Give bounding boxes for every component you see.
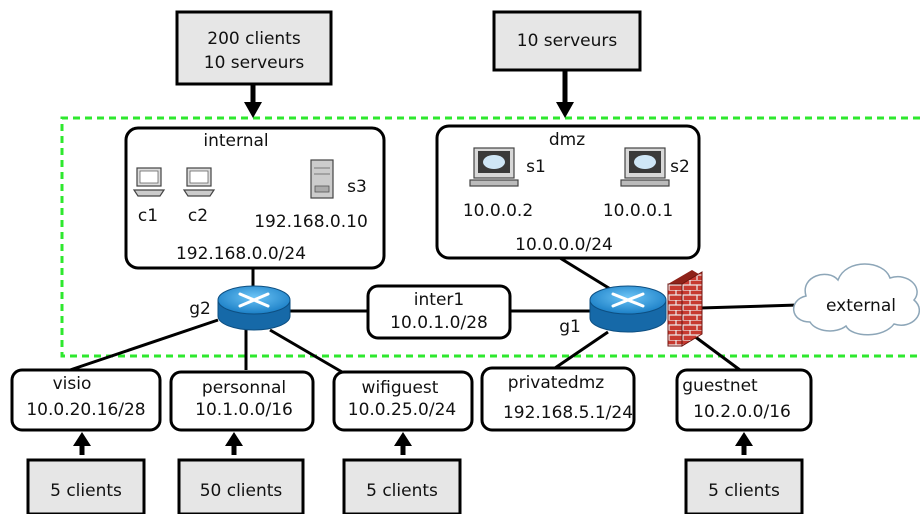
net-subnet: 192.168.5.1/24 xyxy=(503,403,633,423)
link-inter1: inter1 10.0.1.0/28 xyxy=(366,284,512,340)
net-subnet: 10.0.20.16/28 xyxy=(26,400,145,420)
net-guestnet: guestnet 10.2.0.0/16 xyxy=(675,368,813,432)
source-label: 5 clients xyxy=(366,481,438,501)
source-internal: 200 clients 10 serveurs xyxy=(175,10,333,86)
host-label: c2 xyxy=(188,206,208,226)
workstation-icon xyxy=(182,167,216,197)
cloud-external: external xyxy=(793,263,920,336)
host-label: s2 xyxy=(670,157,690,177)
source-wifiguest: 5 clients xyxy=(342,458,462,514)
host-ip: 10.0.0.2 xyxy=(463,201,533,221)
net-personnal: personnal 10.1.0.0/16 xyxy=(169,370,315,432)
source-visio: 5 clients xyxy=(26,458,146,514)
net-visio: visio 10.0.20.16/28 xyxy=(10,368,162,432)
net-name: privatedmz xyxy=(508,373,604,393)
source-line-2: 10 serveurs xyxy=(204,53,305,73)
source-dmz: 10 serveurs xyxy=(492,10,642,72)
router-arrows-icon xyxy=(238,292,270,308)
router-arrows-icon xyxy=(611,292,645,308)
server-screen-icon xyxy=(620,147,670,187)
net-subnet: 10.1.0.0/16 xyxy=(195,400,293,420)
source-guestnet: 5 clients xyxy=(684,458,804,514)
source-personnal: 50 clients xyxy=(177,458,305,514)
link-subnet: 10.0.1.0/28 xyxy=(390,313,488,333)
net-wifiguest: wifiguest 10.0.25.0/24 xyxy=(332,370,474,432)
source-label: 10 serveurs xyxy=(517,31,618,51)
zone-name: internal xyxy=(203,131,268,151)
router-g1: g1 xyxy=(559,285,667,337)
arrows xyxy=(79,70,747,455)
workstation-icon xyxy=(132,167,166,197)
host-ip: 192.168.0.10 xyxy=(254,212,368,232)
server-screen-icon xyxy=(469,147,519,187)
boundary-dashed xyxy=(60,116,920,358)
server-icon xyxy=(310,159,334,199)
source-line-1: 200 clients xyxy=(207,29,301,49)
zone-dmz: dmz s1 s2 10.0.0.2 10.0.0.1 10.0.0.0/24 xyxy=(435,124,701,260)
cloud-label: external xyxy=(826,296,896,316)
zone-subnet: 10.0.0.0/24 xyxy=(515,235,613,255)
source-label: 5 clients xyxy=(708,481,780,501)
router-label: g1 xyxy=(559,317,581,337)
link-name: inter1 xyxy=(414,290,464,310)
host-label: s1 xyxy=(526,157,546,177)
source-label: 5 clients xyxy=(50,481,122,501)
firewall-icon xyxy=(667,270,703,347)
zone-name: dmz xyxy=(549,130,585,150)
net-name: guestnet xyxy=(682,376,758,396)
net-name: visio xyxy=(53,374,92,394)
source-label: 50 clients xyxy=(200,481,283,501)
host-label: s3 xyxy=(347,177,367,197)
net-name: wifiguest xyxy=(362,378,439,398)
host-label: c1 xyxy=(138,206,158,226)
net-name: personnal xyxy=(202,378,286,398)
router-label: g2 xyxy=(189,299,211,319)
zone-subnet: 192.168.0.0/24 xyxy=(176,244,306,264)
net-privatedmz: privatedmz 192.168.5.1/24 xyxy=(480,366,636,432)
net-subnet: 10.0.25.0/24 xyxy=(348,400,456,420)
host-ip: 10.0.0.1 xyxy=(603,201,673,221)
zone-internal: internal c1 c2 s3 192.168.0.10 192.168.0… xyxy=(124,126,386,270)
router-g2: g2 xyxy=(189,285,291,331)
arrowheads xyxy=(73,102,753,446)
net-subnet: 10.2.0.0/16 xyxy=(693,402,791,422)
